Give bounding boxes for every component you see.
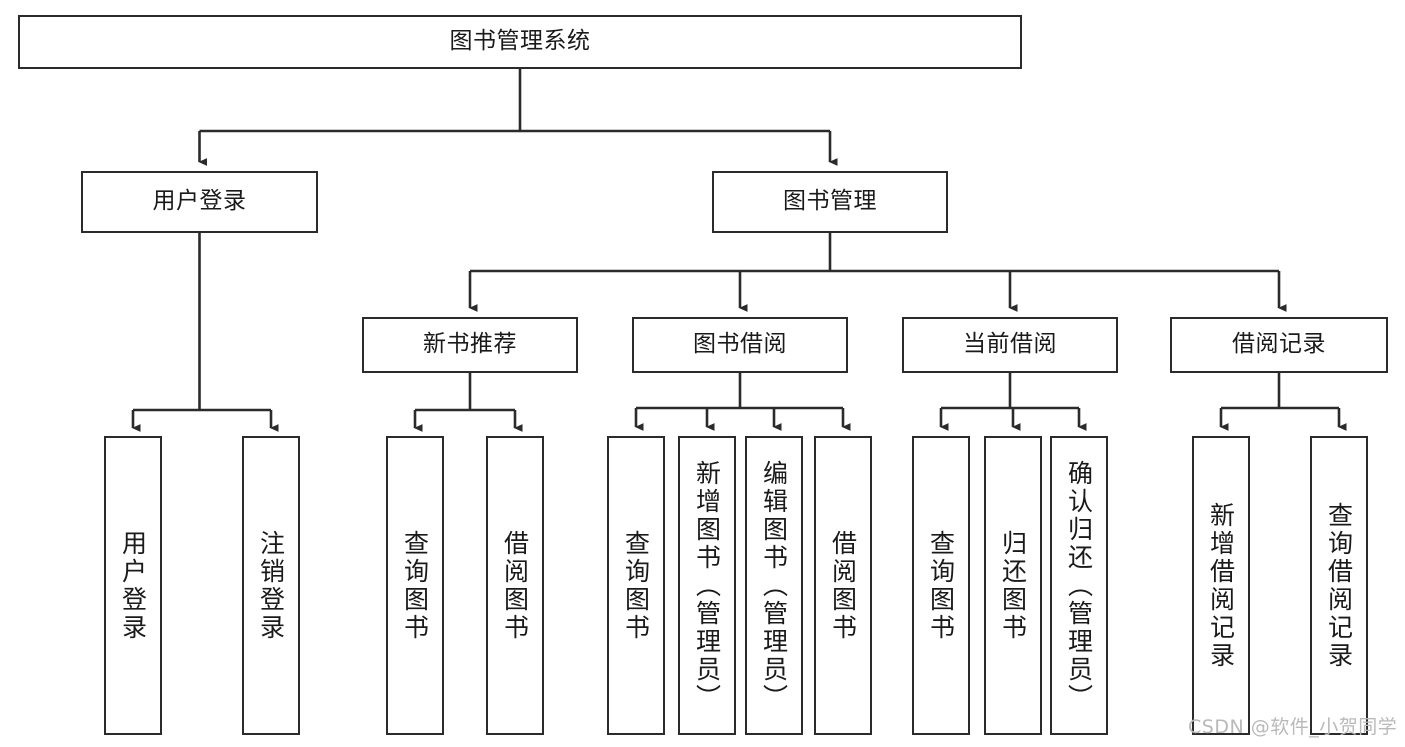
node-leaf-query-book-3-label: 查询图书 [926,529,956,642]
node-leaf-confirm-return-admin-label: 确认归还（管理员） [1064,459,1094,712]
node-leaf-add-borrow-record[interactable]: 新增借阅记录 [1192,436,1250,735]
node-leaf-user-logout[interactable]: 注销登录 [242,436,300,735]
node-leaf-query-book-2-label: 查询图书 [621,529,651,642]
node-book-management-label: 图书管理 [783,188,877,215]
node-leaf-query-borrow-record-label: 查询借阅记录 [1324,501,1354,670]
node-new-book-recommend[interactable]: 新书推荐 [362,317,578,373]
node-user-login-label: 用户登录 [152,188,247,215]
node-user-login[interactable]: 用户登录 [81,171,318,233]
node-root[interactable]: 图书管理系统 [18,15,1022,69]
node-leaf-add-book-admin-label: 新增图书（管理员） [692,459,722,712]
node-leaf-add-book-admin[interactable]: 新增图书（管理员） [678,436,736,735]
node-leaf-edit-book-admin-label: 编辑图书（管理员） [759,459,789,712]
node-leaf-borrow-book-1[interactable]: 借阅图书 [486,436,544,735]
node-borrow-record-label: 借阅记录 [1232,331,1326,358]
book-borrow-to-leaves-connectors [634,373,851,431]
node-leaf-return-book-label: 归还图书 [998,529,1028,642]
node-leaf-edit-book-admin[interactable]: 编辑图书（管理员） [745,436,803,735]
node-current-borrow[interactable]: 当前借阅 [902,317,1118,373]
csdn-watermark: CSDN @软件_小贺同学 [1188,716,1398,738]
node-book-borrow[interactable]: 图书借阅 [632,317,848,373]
node-leaf-user-login-label: 用户登录 [118,529,148,642]
node-root-label: 图书管理系统 [449,28,591,55]
node-leaf-borrow-book-1-label: 借阅图书 [500,529,530,642]
node-leaf-confirm-return-admin[interactable]: 确认归还（管理员） [1050,436,1108,735]
node-leaf-borrow-book-2[interactable]: 借阅图书 [814,436,872,735]
node-leaf-query-book-2[interactable]: 查询图书 [607,436,665,735]
node-leaf-user-logout-label: 注销登录 [256,529,286,642]
current-borrow-to-leaves-connectors [939,373,1087,431]
node-leaf-add-borrow-record-label: 新增借阅记录 [1206,501,1236,670]
node-book-borrow-label: 图书借阅 [693,331,787,358]
node-leaf-query-borrow-record[interactable]: 查询借阅记录 [1310,436,1368,735]
node-book-management[interactable]: 图书管理 [712,171,948,233]
new-book-recommend-to-leaves-connectors [413,373,523,432]
node-borrow-record[interactable]: 借阅记录 [1170,317,1388,373]
node-leaf-query-book-3[interactable]: 查询图书 [912,436,970,735]
node-leaf-query-book-1[interactable]: 查询图书 [386,436,444,735]
node-current-borrow-label: 当前借阅 [963,331,1057,358]
book-management-to-level3-connectors [468,233,1287,312]
node-leaf-return-book[interactable]: 归还图书 [984,436,1042,735]
borrow-record-to-leaves-connectors [1219,373,1347,431]
node-new-book-recommend-label: 新书推荐 [423,331,517,358]
node-leaf-query-book-1-label: 查询图书 [400,529,430,642]
root-to-level2-connectors [198,69,838,166]
node-leaf-user-login[interactable]: 用户登录 [104,436,162,735]
user-login-to-leaves-connectors [131,233,279,432]
node-leaf-borrow-book-2-label: 借阅图书 [828,529,858,642]
